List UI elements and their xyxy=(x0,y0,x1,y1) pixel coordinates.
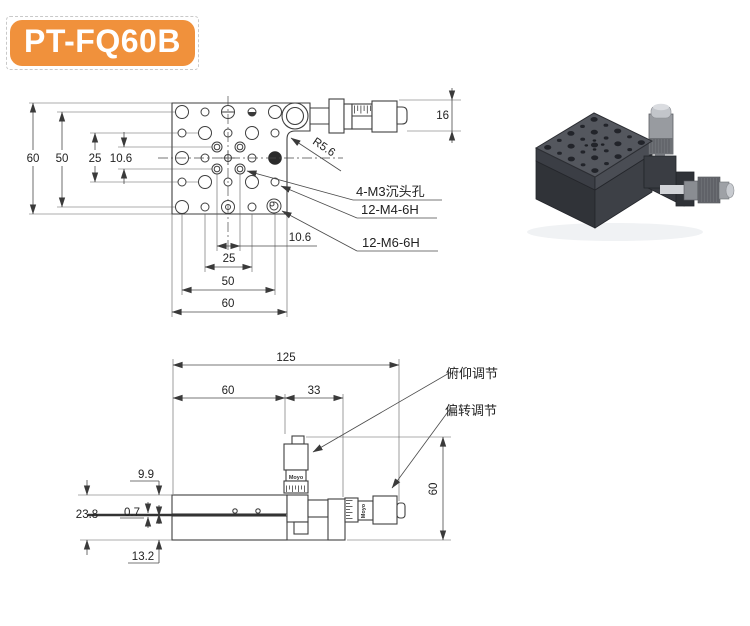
top-view-drawing: 16 60 50 25 10.6 10.6 25 50 60 R5.6 4-M3… xyxy=(27,88,461,317)
callout-m6-holes: 12-M6-6H xyxy=(362,235,420,250)
callout-m3-holes: 4-M3沉头孔 xyxy=(356,184,425,199)
dim-body-length: 60 xyxy=(222,385,235,397)
dim-base-thickness: 13.2 xyxy=(132,551,154,563)
micrometer-brand: Moyo xyxy=(289,475,304,481)
dim-overall-height: 60 xyxy=(428,483,440,496)
model-badge-wrap: PT-FQ60B xyxy=(6,16,199,71)
dim-total-length: 125 xyxy=(276,352,295,364)
callout-m4-holes: 12-M4-6H xyxy=(361,202,419,217)
horizontal-micrometer: Moyo xyxy=(344,495,406,525)
photo-horizontal-micrometer xyxy=(660,176,735,204)
fillet-radius-label: R5.6 xyxy=(310,136,337,160)
dim-hole-pitch-v: 25 xyxy=(89,153,102,165)
side-view-drawing: Moyo Moyo 125 60 33 60 xyxy=(76,352,498,564)
dim-bracket-length: 33 xyxy=(308,385,321,397)
callout-yaw-adjust: 偏转调节 xyxy=(445,403,497,418)
micrometer-brand-2: Moyo xyxy=(361,503,367,518)
dim-top-plate-thickness: 9.9 xyxy=(138,469,154,481)
photo-vertical-micrometer xyxy=(643,103,677,189)
dim-hole-span-h: 50 xyxy=(222,276,235,288)
dim-stage-height: 23.8 xyxy=(76,509,98,521)
dim-micrometer-height: 16 xyxy=(436,110,449,122)
dim-plate-height: 60 xyxy=(27,153,40,165)
dim-hole-span-v: 50 xyxy=(56,153,69,165)
product-photo xyxy=(527,103,735,241)
dim-m3-pitch-v: 10.6 xyxy=(110,153,132,165)
dim-hole-pitch-h: 25 xyxy=(223,253,236,265)
dim-m3-pitch-h: 10.6 xyxy=(289,232,311,244)
dim-gap: 0.7 xyxy=(124,507,140,519)
model-badge: PT-FQ60B xyxy=(10,20,195,67)
hole-pattern xyxy=(175,105,282,214)
callout-pitch-adjust: 俯仰调节 xyxy=(446,366,498,381)
micrometer-top-view xyxy=(310,98,408,134)
vertical-micrometer: Moyo xyxy=(283,435,309,494)
dim-plate-width: 60 xyxy=(222,298,235,310)
